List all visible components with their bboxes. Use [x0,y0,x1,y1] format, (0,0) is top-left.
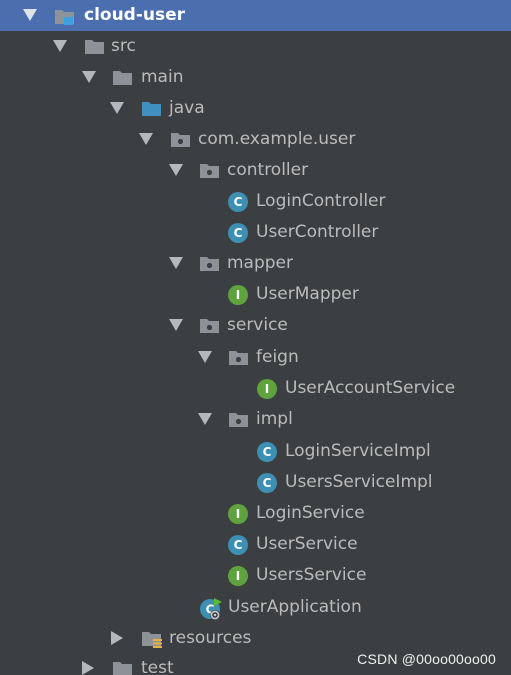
expand-arrow-icon[interactable] [53,40,67,52]
tree-item-label: resources [169,628,252,648]
package-icon [199,255,219,273]
tree-item-label: UsersServiceImpl [285,472,433,492]
tree-item-label: mapper [227,253,294,273]
tree-item-label: service [227,315,288,335]
tree-item-label: impl [256,409,293,429]
package-icon [199,162,219,180]
spring-boot-application-icon: C [199,597,223,621]
tree-item-label: UserApplication [228,597,362,617]
tree-item-label: controller [227,160,309,180]
module-folder-icon [54,7,74,25]
expand-arrow-icon[interactable] [169,164,183,176]
tree-item-login-controller[interactable]: C LoginController [0,186,511,217]
tree-item-cloud-user[interactable]: cloud-user [0,0,511,31]
class-icon: C [257,473,277,493]
tree-item-user-service[interactable]: C UserService [0,529,511,560]
folder-icon [112,69,132,87]
tree-item-service[interactable]: service [0,310,511,341]
tree-item-label: java [169,98,205,118]
tree-item-label: com.example.user [198,129,356,149]
expand-arrow-icon[interactable] [169,257,183,269]
class-icon: C [257,442,277,462]
tree-item-label: UsersService [256,565,367,585]
class-icon: C [228,223,248,243]
tree-item-user-mapper[interactable]: I UserMapper [0,279,511,310]
package-icon [228,411,248,429]
interface-icon: I [228,285,248,305]
tree-item-label: LoginService [256,503,365,523]
tree-item-label: LoginController [256,191,386,211]
expand-arrow-icon[interactable] [82,71,96,83]
package-icon [199,317,219,335]
package-icon [228,349,248,367]
collapse-arrow-icon[interactable] [111,631,123,645]
svg-text:C: C [206,603,215,617]
tree-item-mapper[interactable]: mapper [0,248,511,279]
tree-item-label: feign [256,347,299,367]
tree-item-label: src [111,36,136,56]
expand-arrow-icon[interactable] [23,9,37,21]
tree-item-controller[interactable]: controller [0,155,511,186]
tree-item-test[interactable]: test [0,653,511,675]
package-icon [170,131,190,149]
folder-icon [84,38,104,56]
tree-item-java[interactable]: java [0,93,511,124]
expand-arrow-icon[interactable] [198,413,212,425]
expand-arrow-icon[interactable] [139,133,153,145]
interface-icon: I [257,379,277,399]
interface-icon: I [228,566,248,586]
resources-folder-icon [141,630,162,648]
tree-item-impl[interactable]: impl [0,404,511,435]
interface-icon: I [228,504,248,524]
tree-item-label: LoginServiceImpl [285,441,431,461]
source-folder-icon [141,100,161,118]
tree-item-label: test [141,658,174,675]
tree-item-resources[interactable]: resources [0,623,511,654]
tree-item-label: UserController [256,222,379,242]
class-icon: C [228,192,248,212]
tree-item-com-example-user[interactable]: com.example.user [0,124,511,155]
tree-item-users-service-impl[interactable]: C UsersServiceImpl [0,467,511,498]
tree-item-users-service[interactable]: I UsersService [0,560,511,591]
tree-item-login-service-impl[interactable]: C LoginServiceImpl [0,436,511,467]
tree-item-main[interactable]: main [0,62,511,93]
tree-item-label: UserService [256,534,358,554]
tree-item-feign[interactable]: feign [0,342,511,373]
folder-icon [112,660,132,675]
collapse-arrow-icon[interactable] [82,661,94,675]
expand-arrow-icon[interactable] [198,351,212,363]
watermark: CSDN @00oo00oo00 [357,651,496,667]
tree-item-user-controller[interactable]: C UserController [0,217,511,248]
tree-item-label: UserAccountService [285,378,456,398]
tree-item-label: UserMapper [256,284,359,304]
tree-item-user-account-service[interactable]: I UserAccountService [0,373,511,404]
class-icon: C [228,535,248,555]
tree-item-src[interactable]: src [0,31,511,62]
tree-item-user-application[interactable]: C UserApplication [0,592,511,623]
expand-arrow-icon[interactable] [169,319,183,331]
tree-item-label: cloud-user [84,5,186,25]
tree-item-label: main [141,67,184,87]
expand-arrow-icon[interactable] [110,102,124,114]
tree-item-login-service[interactable]: I LoginService [0,498,511,529]
